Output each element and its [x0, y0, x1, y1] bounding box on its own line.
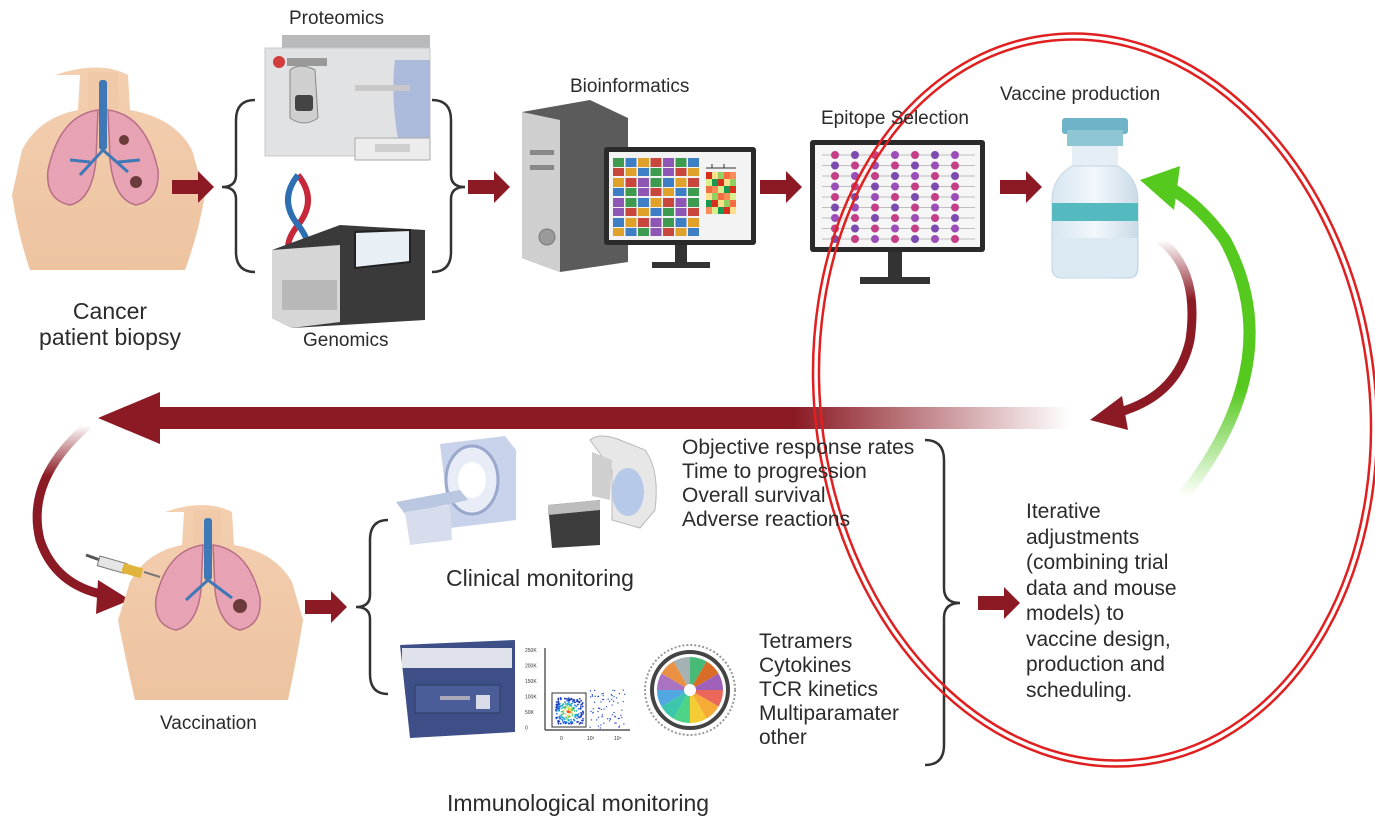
- plot-tick-label: 150K: [525, 679, 537, 685]
- patient-biopsy-line2: patient biopsy: [39, 324, 181, 351]
- epitope-selection-label: Epitope Selection: [821, 108, 969, 129]
- epitope-monitor-icon: [810, 140, 985, 284]
- curved-arrow-to-vaccination: [32, 421, 130, 614]
- vaccine-production-label: Vaccine production: [1000, 84, 1161, 105]
- radiotherapy-machine-icon: [548, 435, 657, 548]
- list-item: Multiparamater: [759, 702, 900, 725]
- feedback-arrow-green: [1140, 166, 1256, 501]
- immuno-assays-list: Tetramers Cytokines TCR kinetics Multipa…: [759, 630, 899, 750]
- list-item: Time to progression: [682, 460, 867, 483]
- brace-lower-left: [355, 518, 389, 696]
- list-item: Overall survival: [682, 484, 826, 507]
- vaccine-vial-icon: [1051, 118, 1139, 279]
- flow-cytometer-icon: [400, 640, 515, 738]
- clinical-monitoring-label: Clinical monitoring: [446, 565, 634, 591]
- text-line: adjustments: [1026, 525, 1140, 549]
- return-arrow: [98, 392, 1070, 444]
- plot-tick-label: 0: [525, 726, 528, 732]
- clinical-endpoints-list: Objective response rates Time to progres…: [682, 436, 914, 532]
- syringe-icon: [85, 553, 161, 579]
- brace-right: [431, 98, 466, 274]
- genomics-label: Genomics: [303, 330, 389, 351]
- brace-left: [221, 98, 256, 274]
- flow-cytometry-plot: 250K 200K 150K 100K 50K 0 0 10³ 10⁵: [525, 648, 630, 742]
- computer-tower-icon: [522, 100, 628, 272]
- list-item: TCR kinetics: [759, 678, 879, 701]
- highlight-ellipse: [811, 32, 1375, 768]
- plot-tick-label: 10⁵: [614, 736, 622, 742]
- flow-arrow: [305, 591, 347, 623]
- plot-tick-label: 50K: [525, 710, 535, 716]
- lungs-icon: [46, 80, 159, 206]
- ct-scanner-icon: [396, 436, 516, 545]
- sequence-alignment-grid: [613, 158, 699, 236]
- bioinformatics-label: Bioinformatics: [570, 76, 690, 97]
- sequencer-icon: [272, 225, 425, 328]
- plot-tick-label: 200K: [525, 664, 537, 670]
- circos-plot-icon: [644, 644, 736, 736]
- iterative-adjustments-text: Iterative adjustments (combining trial d…: [1026, 499, 1177, 703]
- text-line: scheduling.: [1026, 678, 1133, 702]
- patient-biopsy-line1: Cancer: [72, 298, 148, 324]
- vaccination-torso-figure: [118, 505, 303, 700]
- plot-tick-label: 10³: [587, 736, 595, 742]
- list-item: other: [759, 726, 807, 749]
- text-line: production and: [1026, 653, 1165, 676]
- proteomics-label: Proteomics: [289, 8, 385, 29]
- text-line: (combining trial: [1026, 551, 1169, 574]
- plot-tick-label: 100K: [525, 695, 537, 701]
- flow-arrow: [978, 587, 1020, 619]
- text-line: data and mouse: [1026, 576, 1177, 600]
- list-item: Tetramers: [759, 630, 853, 653]
- plot-tick-label: 0: [560, 736, 563, 742]
- list-item: Cytokines: [759, 654, 852, 677]
- flow-arrow: [760, 171, 802, 203]
- curved-arrow-vial-down: [1090, 236, 1197, 430]
- mass-spectrometer-icon: [264, 35, 431, 161]
- text-line: models) to: [1026, 602, 1125, 625]
- list-item: Objective response rates: [682, 436, 915, 459]
- patient-torso-figure: [12, 67, 205, 270]
- text-line: vaccine design,: [1026, 627, 1171, 651]
- text-line: Iterative: [1026, 500, 1101, 523]
- flow-arrow: [1000, 171, 1042, 203]
- flow-arrow: [468, 171, 510, 203]
- plot-tick-label: 250K: [525, 648, 537, 654]
- brace-lower-right: [924, 438, 961, 767]
- vaccination-label: Vaccination: [160, 713, 257, 734]
- heatmap-grid: [706, 164, 736, 214]
- flow-arrow: [172, 171, 214, 203]
- immunological-monitoring-label: Immunological monitoring: [447, 790, 710, 816]
- patient-biopsy-label: Cancer patient biopsy: [15, 298, 205, 351]
- list-item: Adverse reactions: [682, 508, 851, 531]
